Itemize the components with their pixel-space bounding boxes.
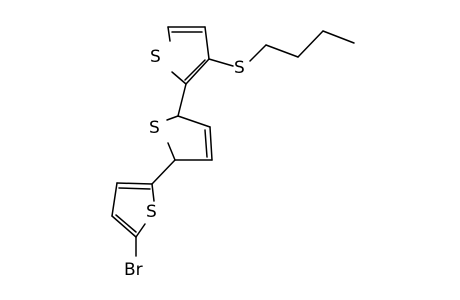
bond bbox=[167, 142, 176, 161]
bond bbox=[297, 30, 324, 58]
bond bbox=[204, 129, 208, 158]
bond bbox=[177, 115, 211, 128]
thiophene-ring-middle bbox=[166, 115, 213, 161]
sulfur-label-bottom-ring: S bbox=[146, 202, 157, 222]
bond bbox=[209, 126, 213, 161]
bond bbox=[184, 59, 206, 81]
bond bbox=[118, 187, 151, 190]
bromine-label: Br bbox=[124, 260, 143, 280]
bond bbox=[115, 214, 137, 233]
bond bbox=[111, 182, 118, 217]
bond bbox=[208, 58, 234, 67]
inter-ring-bond bbox=[151, 159, 176, 185]
bond bbox=[111, 215, 137, 238]
bond bbox=[135, 223, 146, 238]
bond bbox=[166, 115, 179, 121]
bond bbox=[204, 26, 210, 60]
bond bbox=[185, 58, 210, 85]
butylthio-chain bbox=[208, 30, 355, 67]
bond bbox=[322, 30, 355, 44]
bond bbox=[249, 44, 267, 62]
sulfur-label-middle-ring: S bbox=[149, 118, 160, 138]
sulfur-label-thioether: S bbox=[234, 58, 245, 78]
bond bbox=[151, 183, 155, 202]
bond bbox=[171, 71, 187, 85]
bond bbox=[116, 182, 153, 185]
inter-ring-bond bbox=[177, 83, 187, 117]
bond bbox=[265, 44, 299, 58]
thiophene-ring-top bbox=[167, 26, 210, 85]
thiophene-ring-bottom bbox=[111, 182, 155, 238]
sulfur-label-top-ring: S bbox=[150, 47, 161, 67]
bond bbox=[167, 26, 171, 42]
